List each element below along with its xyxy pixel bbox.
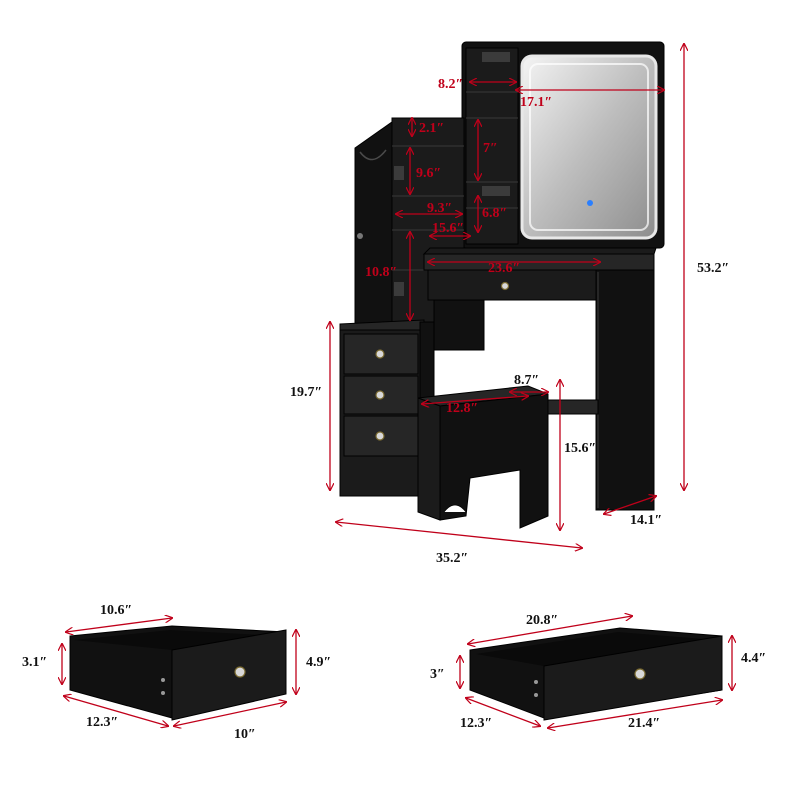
vanity-labels: 8.2″ 17.1″ 2.1″ 7″ 9.6″ 9.3″ 6.8″ 15.6″ … xyxy=(290,77,729,566)
lighted-mirror xyxy=(520,54,658,240)
label-stool-depth: 8.7″ xyxy=(514,373,539,388)
label-mirror-shelf-depth: 8.2″ xyxy=(438,77,463,92)
label-side-cabinet-height: 9.6″ xyxy=(416,166,441,181)
touch-switch-icon xyxy=(587,200,593,206)
label-side-shelf-depth: 9.3″ xyxy=(427,201,452,216)
label-small-inner-height: 3.1″ xyxy=(22,655,47,670)
label-top-shelf-gap: 2.1″ xyxy=(419,121,444,136)
label-stool-height: 15.6″ xyxy=(564,441,596,456)
label-small-depth: 12.3″ xyxy=(86,715,118,730)
vanity-measure-lines xyxy=(330,44,684,548)
large-drawer-labels: 20.8″ 3″ 4.4″ 12.3″ 21.4″ xyxy=(430,613,766,731)
label-large-width-top: 20.8″ xyxy=(526,613,558,628)
label-large-outer-height: 4.4″ xyxy=(741,651,766,666)
label-small-width-top: 10.6″ xyxy=(100,603,132,618)
small-drawer-labels: 10.6″ 3.1″ 4.9″ 12.3″ 10″ xyxy=(22,603,331,742)
label-side-width: 15.6″ xyxy=(432,221,464,236)
label-right-shelf-height: 7″ xyxy=(483,141,498,156)
label-desk-width: 23.6″ xyxy=(488,261,520,276)
small-drawer-illustration xyxy=(69,625,287,721)
usb-outlet-icon xyxy=(482,186,510,196)
label-cabinet-lower-height: 10.8″ xyxy=(365,265,397,280)
label-total-width: 35.2″ xyxy=(436,551,468,566)
label-large-depth: 12.3″ xyxy=(460,716,492,731)
label-large-front-width: 21.4″ xyxy=(628,716,660,731)
small-drawer-front xyxy=(171,629,287,721)
label-mirror-width: 17.1″ xyxy=(520,95,552,110)
label-total-depth: 14.1″ xyxy=(630,513,662,528)
label-small-outer-height: 4.9″ xyxy=(306,655,331,670)
large-drawer-measure-lines xyxy=(460,616,732,728)
label-small-front-width: 10″ xyxy=(234,727,256,742)
vanity-illustration xyxy=(339,41,665,529)
label-lower-right-shelf: 6.8″ xyxy=(482,206,507,221)
small-drawer-measure-lines xyxy=(62,618,296,726)
label-stool-width: 12.8″ xyxy=(446,401,478,416)
usb-outlet-icon xyxy=(482,52,510,62)
label-large-inner-height: 3″ xyxy=(430,667,445,682)
label-drawer-stack-height: 19.7″ xyxy=(290,385,322,400)
label-total-height: 53.2″ xyxy=(697,261,729,276)
